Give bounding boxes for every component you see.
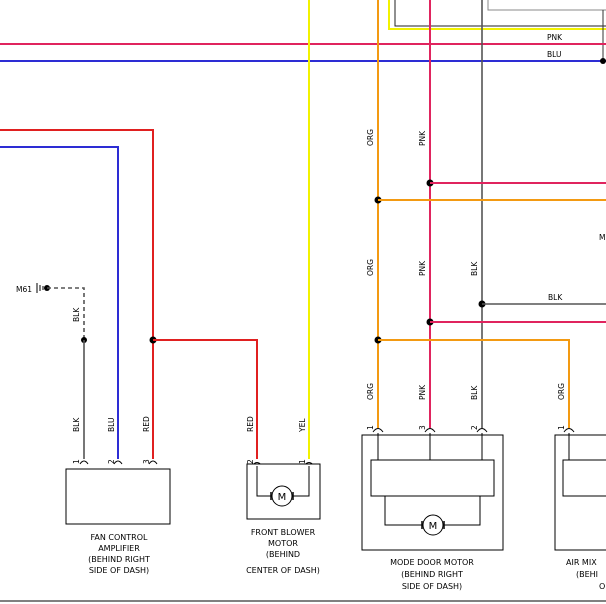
blower-wire-label-red: RED — [246, 416, 255, 432]
wire-label-pnk-upper: PNK — [418, 130, 427, 146]
motor-symbol-circle — [422, 514, 444, 536]
mode-door-pin-3: 3 — [418, 425, 427, 430]
wire-label-blk-ground: BLK — [72, 307, 81, 322]
blower-wire-label-yel: YEL — [298, 418, 307, 433]
yellow-top-wire — [388, 0, 606, 30]
air-mix-caption-2: (BEHI — [576, 570, 598, 579]
mode-door-caption-1: MODE DOOR MOTOR — [390, 558, 474, 567]
connector-symbol — [79, 460, 158, 465]
blower-pin-1: 1 — [298, 459, 307, 464]
wire-label-pnk-top: PNK — [547, 33, 563, 42]
fan-amp-caption-4: SIDE OF DASH) — [89, 566, 149, 575]
ground-label: M61 — [16, 285, 32, 294]
splice-dot — [600, 58, 606, 64]
fan-amp-wire-label-1: BLK — [72, 417, 81, 432]
mode-door-inner-box — [370, 459, 495, 497]
fan-amp-pin-2: 2 — [107, 459, 116, 464]
wire-label-pnk-mid: PNK — [418, 260, 427, 276]
blower-caption-2: MOTOR — [268, 539, 298, 548]
connector-symbol — [563, 428, 575, 433]
blower-motor-letter: M — [278, 492, 287, 503]
wire-label-blu-top: BLU — [547, 50, 561, 59]
wire-label-org-upper: ORG — [366, 129, 375, 146]
air-mix-inner-box — [562, 459, 606, 497]
wire-org-branch-lower — [378, 339, 570, 428]
motor-symbol-circle — [271, 485, 293, 507]
fan-amp-caption-3: (BEHIND RIGHT — [88, 555, 150, 564]
connector-symbol — [372, 428, 488, 433]
mode-door-wire-label-blk: BLK — [470, 385, 479, 400]
fan-amp-pin-3: 3 — [142, 459, 151, 464]
blower-caption-4: CENTER OF DASH) — [246, 566, 320, 575]
mode-door-wire-label-pnk: PNK — [418, 384, 427, 400]
air-mix-wire-label-org: ORG — [557, 383, 566, 400]
wire-label-blk-horizontal: BLK — [548, 293, 563, 302]
wire-blk-ground-dashed — [47, 287, 85, 340]
fan-amp-pin-1: 1 — [72, 459, 81, 464]
fan-control-amplifier-box — [65, 468, 171, 525]
fan-amp-wire-label-3: RED — [142, 416, 151, 432]
mode-door-wire-label-org: ORG — [366, 383, 375, 400]
air-mix-caption-1: AIR MIX — [566, 558, 597, 567]
top-box-outline — [394, 0, 606, 27]
blower-internal-wiring — [256, 466, 310, 497]
ground-symbol — [36, 283, 44, 293]
mode-door-motor-letter: M — [429, 521, 438, 532]
mode-door-pin-1: 1 — [366, 425, 375, 430]
mode-door-motor-wiring — [384, 496, 481, 526]
wire-red-blower — [153, 339, 258, 459]
wire-label-org-mid: ORG — [366, 259, 375, 276]
mode-door-internal-wiring — [377, 433, 483, 460]
fan-amp-caption-1: FAN CONTROL — [91, 533, 148, 542]
blower-caption-1: FRONT BLOWER — [251, 528, 316, 537]
wire-label-blk-mid: BLK — [470, 261, 479, 276]
top-box-inner — [487, 0, 606, 11]
mode-door-caption-3: SIDE OF DASH) — [402, 582, 462, 591]
air-mix-pin-1: 1 — [557, 425, 566, 430]
wire-red-fan-amp — [0, 129, 154, 459]
edge-letter: M — [599, 233, 605, 242]
air-mix-box — [554, 434, 606, 551]
wire-blu-fan-amp — [0, 146, 119, 459]
blower-pin-2: 2 — [246, 459, 255, 464]
mode-door-caption-2: (BEHIND RIGHT — [401, 570, 463, 579]
mode-door-pin-2: 2 — [470, 425, 479, 430]
blower-caption-3: (BEHIND — [266, 550, 300, 559]
air-mix-caption-3: O — [599, 582, 605, 591]
fan-amp-wire-label-2: BLU — [107, 418, 116, 432]
fan-amp-caption-2: AMPLIFIER — [98, 544, 140, 553]
